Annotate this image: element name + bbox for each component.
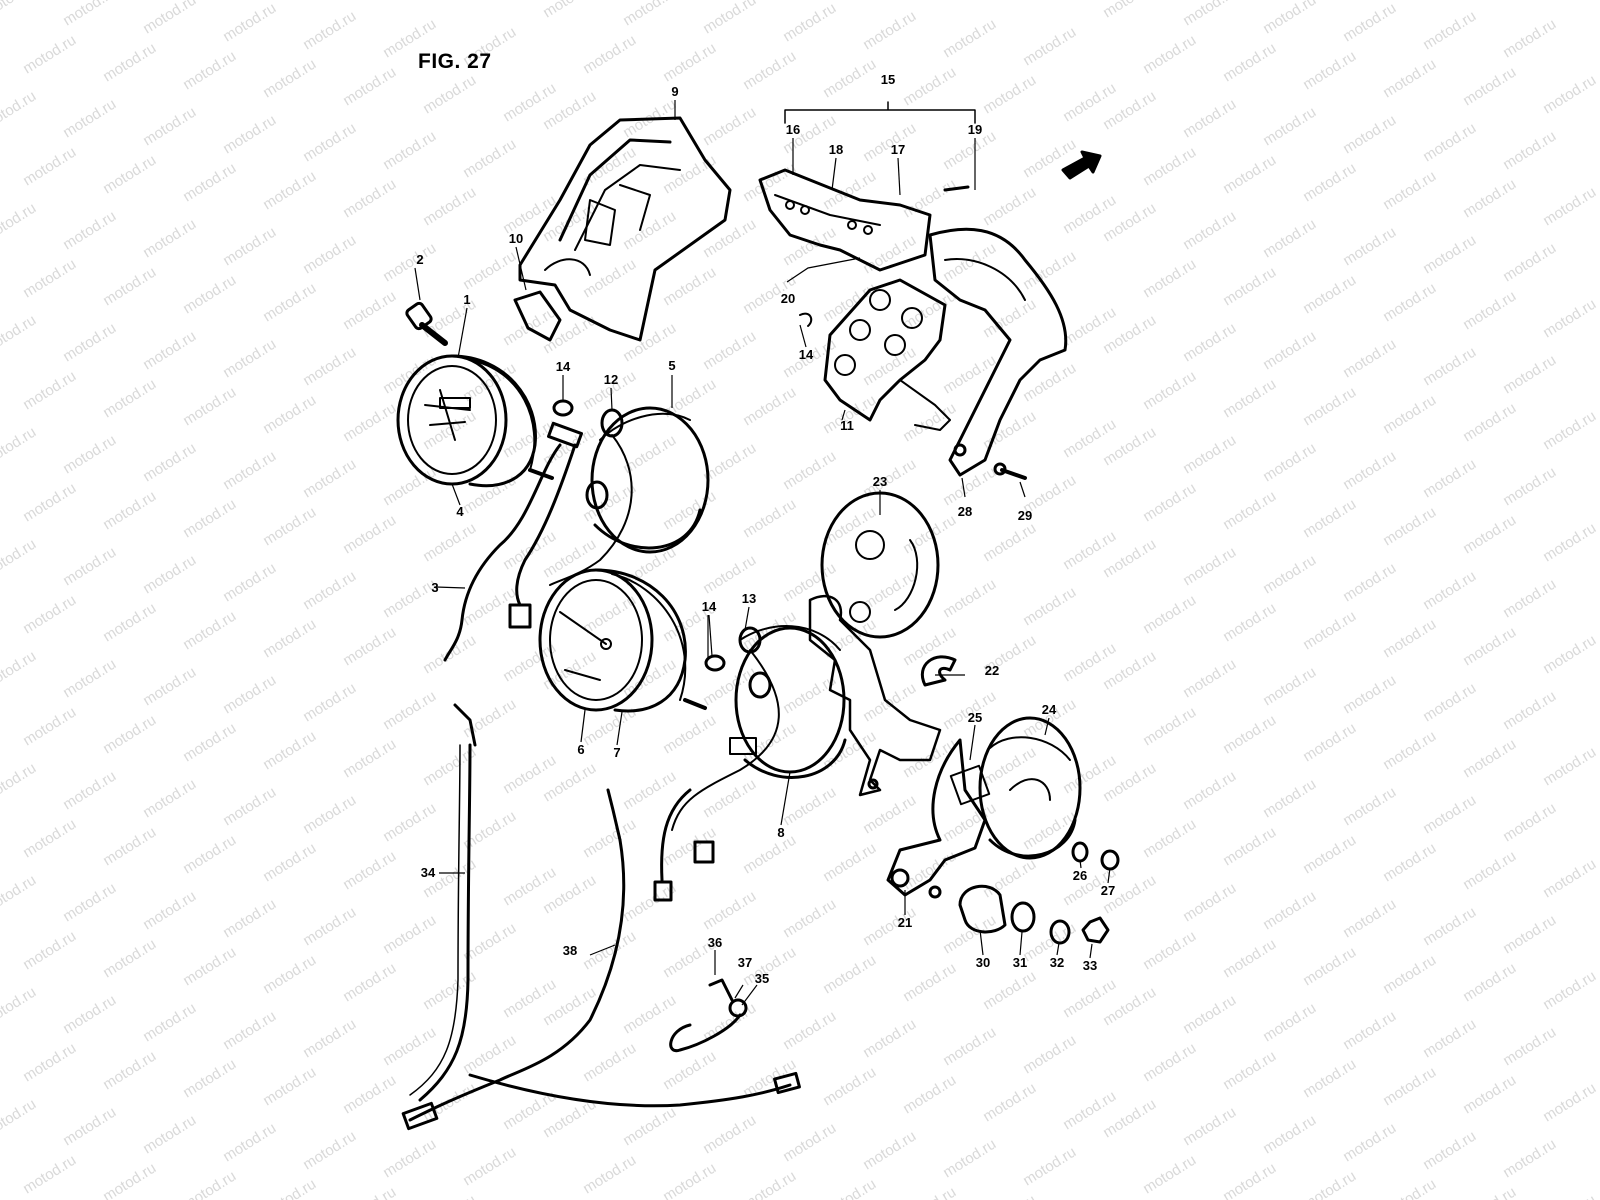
screw-29 [993,462,1027,480]
bracket-21 [886,738,991,899]
callout-4: 4 [456,504,464,519]
callout-21: 21 [898,915,912,930]
callout-6: 6 [577,742,584,757]
callout-5: 5 [668,358,675,373]
callout-36: 36 [708,935,722,950]
callout-3: 3 [431,580,438,595]
meter-bracket [808,594,942,797]
figure-title: FIG. 27 [418,50,492,73]
callout-17: 17 [891,142,905,157]
screw-and-strap [669,978,748,1053]
callout-38: 38 [563,943,577,958]
callout-30: 30 [976,955,990,970]
callout-24: 24 [1042,702,1057,717]
callout-10: 10 [509,231,523,246]
callout-18: 18 [829,142,843,157]
bulb-socket-14-mid [704,654,726,672]
cover-pad [513,290,562,342]
meter-upper-cover [518,116,732,342]
socket-holder-11 [799,278,951,431]
tachometer-assembly [538,568,707,713]
side-cover-28 [928,227,1068,477]
speedometer-assembly [396,354,554,488]
callout-11: 11 [840,418,854,433]
callout-14: 14 [556,359,571,374]
callout-1: 1 [463,292,470,307]
callout-22: 22 [985,663,999,678]
callout-29: 29 [1018,508,1032,523]
callout-35: 35 [755,971,769,986]
callout-15-bracket [784,101,976,124]
callout-31: 31 [1013,955,1027,970]
callout-25: 25 [968,710,982,725]
callout-16: 16 [786,122,800,137]
clip-22 [920,655,957,687]
meter-cables [401,703,801,1131]
callout-7: 7 [613,745,620,760]
callout-14: 14 [799,347,814,362]
leader-lines [414,100,1111,1006]
indicator-housing-24 [978,716,1082,860]
callout-13: 13 [742,591,756,606]
callout-8: 8 [777,825,784,840]
callout-34: 34 [421,865,436,880]
callout-23: 23 [873,474,887,489]
callout-27: 27 [1101,883,1115,898]
meter-harness [443,421,583,662]
callout-32: 32 [1050,955,1064,970]
callout-15: 15 [881,72,895,87]
callout-33: 33 [1083,958,1097,973]
callout-37: 37 [738,955,752,970]
callout-14: 14 [702,599,717,614]
callout-2: 2 [416,252,423,267]
indicator-light-block [758,168,970,272]
callout-9: 9 [671,84,678,99]
bulb-socket-2 [405,301,448,346]
meter-case-5 [549,406,710,586]
callout-20: 20 [781,291,795,306]
bulb-socket-14-top [552,399,574,417]
callout-26: 26 [1073,868,1087,883]
callout-12: 12 [604,372,618,387]
front-arrow [1061,150,1102,180]
callout-28: 28 [958,504,972,519]
callout-19: 19 [968,122,982,137]
